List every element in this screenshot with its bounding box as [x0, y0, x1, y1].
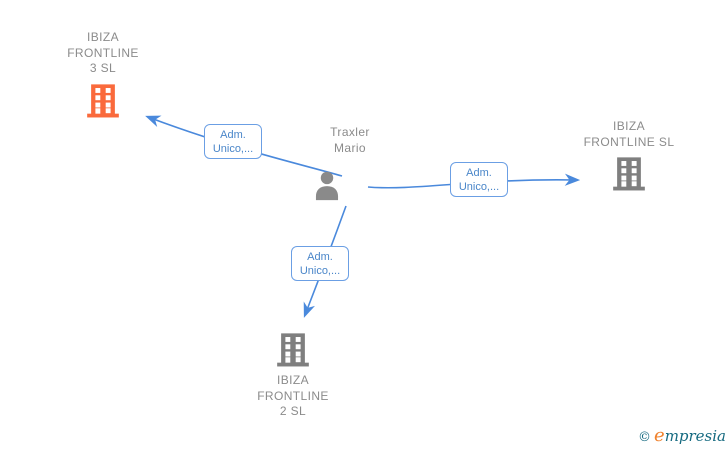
- company-node-ibiza-frontline-2-sl[interactable]: IBIZA FRONTLINE 2 SL: [233, 331, 353, 420]
- person-node-traxler-mario[interactable]: Traxler Mario: [290, 125, 410, 204]
- edge-label-line: Adm.: [307, 251, 333, 263]
- edge-label-adm-unico-frontline-2[interactable]: Adm. Unico,...: [291, 246, 349, 281]
- company-name-line: FRONTLINE: [67, 45, 139, 60]
- company-name-line: FRONTLINE SL: [583, 134, 675, 149]
- building-icon: [233, 331, 353, 369]
- edge-label-adm-unico-frontline[interactable]: Adm. Unico,...: [450, 162, 508, 197]
- company-name-line: 3 SL: [89, 61, 117, 75]
- company-name-line: IBIZA: [612, 119, 645, 133]
- building-icon: [40, 82, 166, 120]
- company-name-line: FRONTLINE: [257, 388, 329, 403]
- empresia-watermark: ©empresia: [638, 426, 726, 448]
- copyright-icon: ©: [638, 430, 652, 445]
- company-node-ibiza-frontline-sl[interactable]: IBIZA FRONTLINE SL: [564, 119, 694, 193]
- person-icon: [290, 168, 410, 204]
- person-name-line: Traxler: [330, 125, 370, 139]
- empresia-logo-e: e: [654, 425, 665, 446]
- edge-label-line: Adm.: [466, 167, 492, 179]
- company-name-line: IBIZA: [276, 373, 309, 387]
- edge-label-line: Unico,...: [458, 181, 500, 193]
- company-name-line: IBIZA: [86, 30, 119, 44]
- company-name: IBIZA FRONTLINE 3 SL: [40, 30, 166, 77]
- person-name-line: Mario: [333, 140, 366, 155]
- company-name-line: 2 SL: [279, 404, 307, 418]
- empresia-logo-text: mpresia: [664, 427, 726, 445]
- edge-label-line: Unico,...: [299, 265, 341, 277]
- company-node-ibiza-frontline-3-sl[interactable]: IBIZA FRONTLINE 3 SL: [40, 30, 166, 120]
- edge-label-line: Unico,...: [212, 143, 254, 155]
- edge-label-adm-unico-frontline-3[interactable]: Adm. Unico,...: [204, 124, 262, 159]
- company-name: IBIZA FRONTLINE SL: [564, 119, 694, 150]
- edge-label-line: Adm.: [220, 129, 246, 141]
- company-name: IBIZA FRONTLINE 2 SL: [233, 373, 353, 420]
- person-name: Traxler Mario: [290, 125, 410, 156]
- building-icon: [564, 155, 694, 193]
